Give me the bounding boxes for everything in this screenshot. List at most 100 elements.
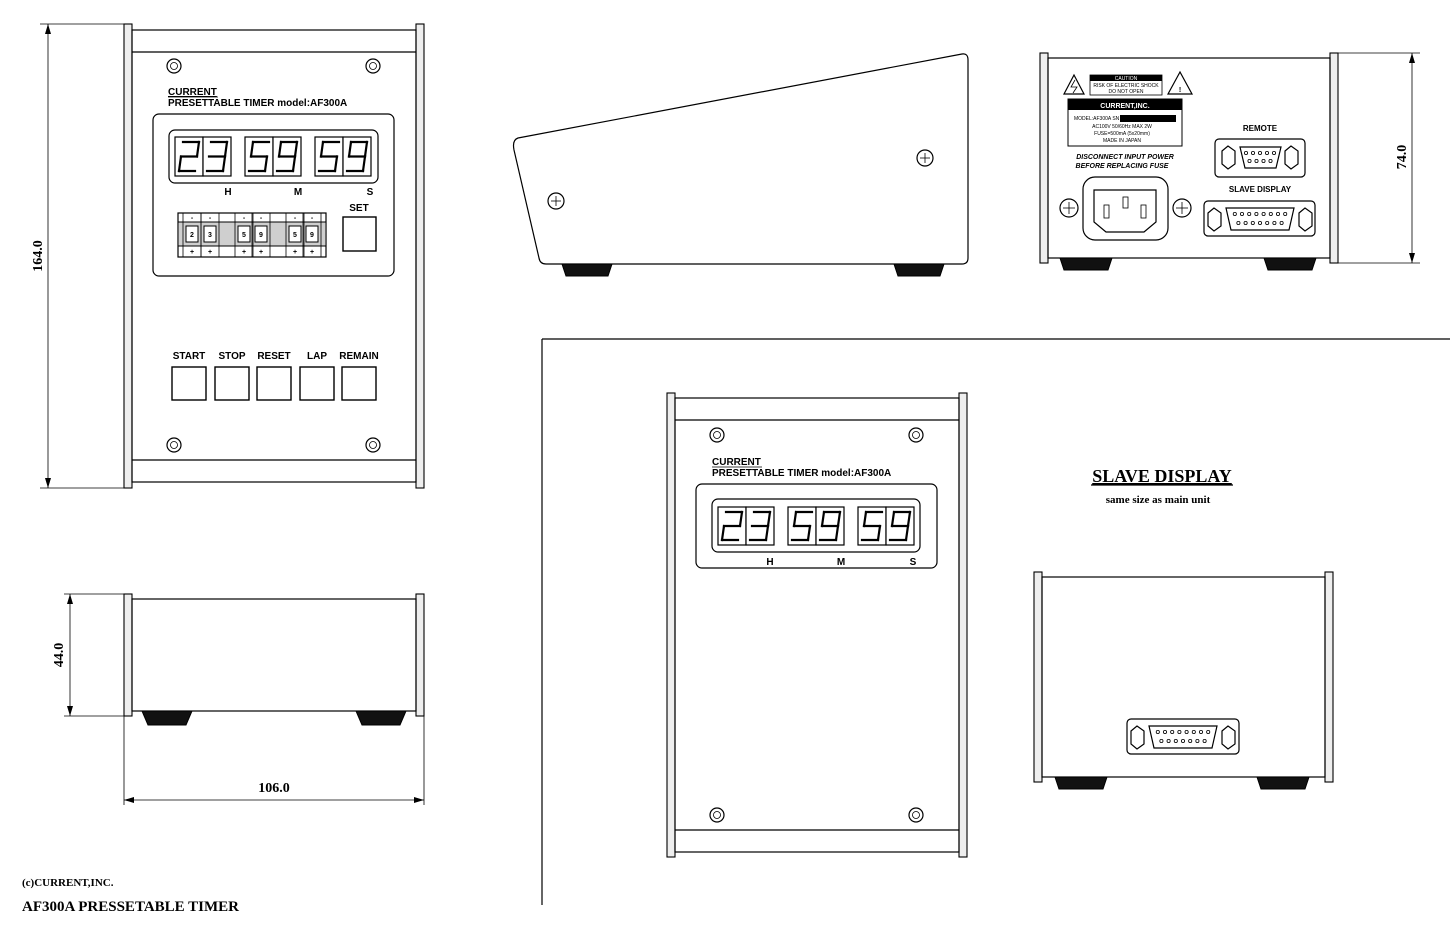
slave-model-line: PRESETTABLE TIMER model:AF300A <box>712 468 891 479</box>
preset-minus-1[interactable]: - <box>191 215 194 222</box>
svg-text:MODEL:AF300A SN: MODEL:AF300A SN <box>1074 116 1120 122</box>
side-screw-left <box>547 192 565 210</box>
slave-digit-1 <box>717 506 747 546</box>
front-screw-bl <box>166 437 182 453</box>
start-label: START <box>173 351 206 362</box>
preset-minus-6[interactable]: - <box>311 215 314 222</box>
svg-text:!: ! <box>1179 87 1181 94</box>
front-unit-m: M <box>294 187 302 198</box>
slave-digit-2 <box>745 506 775 546</box>
slave-screw-tl <box>709 427 725 443</box>
front-digit-3 <box>244 136 274 177</box>
slave-display-label: SLAVE DISPLAY <box>1229 185 1292 194</box>
stop-label: STOP <box>218 351 245 362</box>
dimension-height-label: 164.0 <box>31 240 46 272</box>
side-foot-right <box>893 263 945 277</box>
svg-text:FUSE=500mA (5x20mm): FUSE=500mA (5x20mm) <box>1094 131 1150 137</box>
preset-switch-5[interactable]: - 5 + <box>285 213 305 257</box>
side-screw-right <box>916 149 934 167</box>
preset-switch-1[interactable]: - 2 + <box>182 213 202 257</box>
dimension-rear-height: 74.0 <box>1338 52 1420 264</box>
remain-button[interactable] <box>341 366 377 401</box>
slave-digit-3 <box>787 506 817 546</box>
preset-plus-6[interactable]: + <box>310 249 314 256</box>
slave-subtitle: same size as main unit <box>1106 494 1211 506</box>
front-screw-tr <box>365 58 381 74</box>
preset-digit-6: 9 <box>310 232 314 239</box>
preset-plus-1[interactable]: + <box>190 249 194 256</box>
slave-display-connector <box>1203 200 1316 237</box>
start-button[interactable] <box>171 366 207 401</box>
disconnect-warning-2: BEFORE REPLACING FUSE <box>1076 163 1169 170</box>
reset-label: RESET <box>257 351 290 362</box>
set-button[interactable] <box>342 216 377 252</box>
dimension-height: 164.0 <box>31 23 124 489</box>
remote-label: REMOTE <box>1243 124 1278 133</box>
lap-label: LAP <box>307 351 327 362</box>
dimension-rear-height-label: 74.0 <box>1395 145 1410 170</box>
preset-minus-5[interactable]: - <box>294 215 297 222</box>
preset-minus-3[interactable]: - <box>243 215 246 222</box>
slave-digit-5 <box>857 506 887 546</box>
front-model-line: PRESETTABLE TIMER model:AF300A <box>168 98 347 109</box>
preset-plus-2[interactable]: + <box>208 249 212 256</box>
nameplate: CURRENT,INC. MODEL:AF300A SN AC100V 50/6… <box>1067 98 1183 147</box>
front-view: CURRENT PRESETTABLE TIMER model:AF300A H… <box>123 23 425 489</box>
preset-minus-4[interactable]: - <box>260 215 263 222</box>
preset-digit-2: 3 <box>208 232 212 239</box>
slave-screw-tr <box>908 427 924 443</box>
front-left-rail <box>123 23 133 489</box>
svg-text:CAUTION: CAUTION <box>1115 76 1138 82</box>
caution-label: CAUTION RISK OF ELECTRIC SHOCK DO NOT OP… <box>1089 74 1163 96</box>
slave-digit-4 <box>815 506 845 546</box>
preset-plus-5[interactable]: + <box>293 249 297 256</box>
set-label: SET <box>349 203 368 214</box>
preset-digit-3: 5 <box>242 232 246 239</box>
front-screw-br <box>365 437 381 453</box>
remote-connector <box>1214 138 1306 178</box>
preset-digit-5: 5 <box>293 232 297 239</box>
preset-plus-4[interactable]: + <box>259 249 263 256</box>
front-screw-tl <box>166 58 182 74</box>
preset-digit-4: 9 <box>259 232 263 239</box>
bottom-foot-right <box>355 710 407 726</box>
slave-screw-br <box>908 807 924 823</box>
front-display-window <box>152 113 395 277</box>
side-foot-left <box>561 263 613 277</box>
front-digit-1 <box>174 136 204 177</box>
front-unit-s: S <box>367 187 374 198</box>
svg-text:RISK OF ELECTRIC SHOCK: RISK OF ELECTRIC SHOCK <box>1093 83 1159 89</box>
preset-switch-2[interactable]: - 3 + <box>200 213 220 257</box>
footer-copyright: (c)CURRENT,INC. <box>22 877 114 889</box>
bottom-view <box>123 593 425 726</box>
front-digit-6 <box>342 136 372 177</box>
preset-switch-6[interactable]: - 9 + <box>302 213 322 257</box>
slave-section-frame <box>541 338 1450 905</box>
svg-text:CURRENT,INC.: CURRENT,INC. <box>1100 103 1149 110</box>
preset-switch-4[interactable]: - 9 + <box>251 213 271 257</box>
reset-button[interactable] <box>256 366 292 401</box>
preset-minus-2[interactable]: - <box>209 215 212 222</box>
slave-rear-foot-right <box>1256 776 1310 790</box>
preset-plus-3[interactable]: + <box>242 249 246 256</box>
stop-button[interactable] <box>214 366 250 401</box>
front-digit-5 <box>314 136 344 177</box>
remain-label: REMAIN <box>339 351 378 362</box>
preset-digit-1: 2 <box>190 232 194 239</box>
footer-product: AF300A PRESSETABLE TIMER <box>22 899 239 915</box>
lap-button[interactable] <box>299 366 335 401</box>
rear-foot-right <box>1263 257 1317 271</box>
front-button-row: START STOP RESET LAP REMAIN <box>171 351 379 401</box>
front-digit-2 <box>202 136 232 177</box>
shock-warning-icon <box>1063 73 1085 95</box>
preset-switch-3[interactable]: - 5 + <box>234 213 254 257</box>
slave-digit-6 <box>885 506 915 546</box>
front-display-bezel <box>168 129 379 184</box>
dimension-width: 106.0 <box>123 716 425 805</box>
slave-front-view: CURRENT PRESETTABLE TIMER model:AF300A H… <box>666 392 968 858</box>
slave-unit-s: S <box>910 557 917 568</box>
slave-unit-h: H <box>766 557 773 568</box>
slave-screw-bl <box>709 807 725 823</box>
bottom-foot-left <box>141 710 193 726</box>
